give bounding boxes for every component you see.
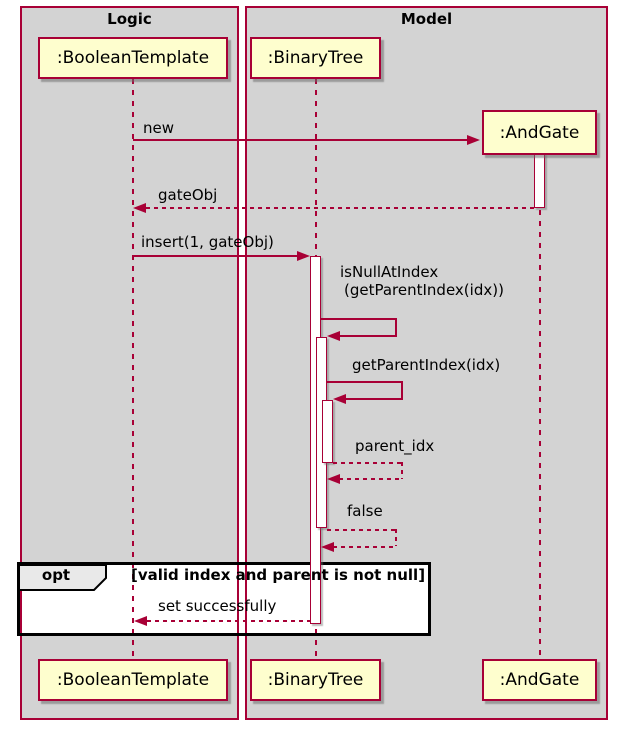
self-call-2-down-line [401, 381, 403, 400]
message-new-arrowhead [467, 135, 480, 145]
participant-and-gate-created-label: :AndGate [499, 122, 580, 143]
self-call-2-arrowhead [333, 394, 346, 404]
self-call-1-back-line [339, 335, 397, 337]
opt-fragment-border [17, 562, 431, 636]
message-gateobj-arrowhead [133, 203, 146, 213]
message-insert-arrowhead [297, 251, 310, 261]
message-new-line [133, 139, 467, 141]
message-setsuccessfully-arrowhead [134, 616, 147, 626]
logic-frame-border-left [20, 6, 22, 720]
message-false-label: false [347, 502, 383, 520]
opt-fragment-pentagon [19, 564, 107, 591]
model-frame-border-bottom [245, 718, 608, 720]
self-return-1-out-line [333, 462, 403, 464]
activation-get-parent-index [322, 400, 333, 463]
logic-frame-border-bottom [20, 718, 239, 720]
participant-boolean-template-top-label: :BooleanTemplate [56, 48, 210, 68]
message-getparentindex-label: getParentIndex(idx) [352, 356, 501, 374]
self-return-2-out-line [327, 529, 397, 531]
self-call-1-down-line [395, 318, 397, 337]
participant-and-gate-created: :AndGate [482, 110, 597, 155]
participant-binary-tree-top: :BinaryTree [250, 37, 381, 79]
self-return-1-arrowhead [327, 474, 340, 484]
self-call-2-out-line [327, 381, 403, 383]
lifeline-boolean-template [132, 79, 134, 659]
self-call-2-back-line [345, 398, 403, 400]
message-new-label: new [143, 119, 175, 137]
message-isnullatindex-label: isNullAtIndex (getParentIndex(idx)) [340, 263, 504, 299]
self-return-2-down-line [395, 529, 397, 546]
logic-frame-border-top [20, 6, 239, 8]
message-setsuccessfully-label: set successfully [158, 597, 277, 615]
model-frame-title: Model [400, 10, 453, 28]
self-return-2-back-line [333, 546, 397, 548]
participant-and-gate-bottom-label: :AndGate [499, 670, 580, 690]
self-return-2-arrowhead [321, 542, 334, 552]
message-insert-label: insert(1, gateObj) [141, 233, 274, 251]
logic-frame-title: Logic [107, 10, 152, 28]
participant-boolean-template-top: :BooleanTemplate [38, 37, 228, 79]
participant-and-gate-bottom: :AndGate [482, 659, 597, 701]
model-frame-border-right [606, 6, 608, 720]
message-parentidx-label: parent_idx [355, 437, 435, 455]
participant-boolean-template-bottom: :BooleanTemplate [38, 659, 228, 701]
self-return-1-down-line [401, 462, 403, 479]
participant-binary-tree-bottom-label: :BinaryTree [267, 670, 364, 690]
model-frame-border-left [245, 6, 247, 720]
activation-and-gate [534, 153, 545, 208]
opt-operator-label: opt [41, 566, 71, 584]
participant-binary-tree-bottom: :BinaryTree [250, 659, 381, 701]
participant-binary-tree-top-label: :BinaryTree [267, 48, 364, 68]
self-return-1-back-line [339, 478, 403, 480]
logic-frame-border-right [237, 6, 239, 720]
message-insert-line [133, 255, 297, 257]
message-gateobj-line [146, 207, 534, 209]
model-frame-border-top [245, 6, 608, 8]
participant-boolean-template-bottom-label: :BooleanTemplate [56, 670, 210, 690]
message-isnullatindex-line1: isNullAtIndex [340, 263, 439, 281]
lifeline-and-gate [539, 155, 541, 659]
message-setsuccessfully-line [147, 620, 310, 622]
message-gateobj-label: gateObj [158, 186, 218, 204]
opt-guard-text: [valid index and parent is not null] [131, 566, 426, 584]
self-call-1-out-line [321, 318, 397, 320]
message-isnullatindex-line2: (getParentIndex(idx)) [344, 281, 504, 299]
self-call-1-arrowhead [327, 331, 340, 341]
